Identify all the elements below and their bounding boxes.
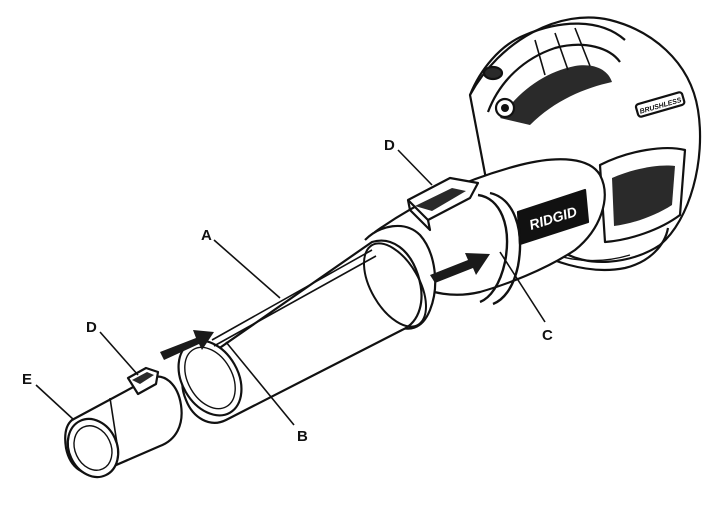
blower-tube — [177, 224, 437, 424]
callout-e: E — [22, 371, 33, 388]
leader-line-a — [213, 239, 281, 299]
callout-c: C — [542, 327, 553, 344]
ridgid-logo: RIDGID — [516, 188, 590, 246]
leader-line-c — [499, 251, 546, 323]
callout-d-lower: D — [86, 319, 97, 336]
leader-line-b — [225, 341, 295, 426]
nozzle-release-latch — [126, 366, 160, 396]
leader-lines — [35, 149, 546, 426]
leader-line-e — [35, 384, 75, 421]
callout-b: B — [297, 428, 308, 445]
upper-release-latch — [406, 176, 480, 232]
leader-line-d-top — [397, 149, 433, 186]
leader-line-d-left — [99, 331, 139, 376]
assembly-direction-arrow — [160, 330, 214, 360]
assembly-direction-arrow — [430, 253, 490, 283]
callout-a: A — [201, 227, 212, 244]
blower-nozzle — [64, 366, 183, 479]
callout-d-upper: D — [384, 137, 395, 154]
